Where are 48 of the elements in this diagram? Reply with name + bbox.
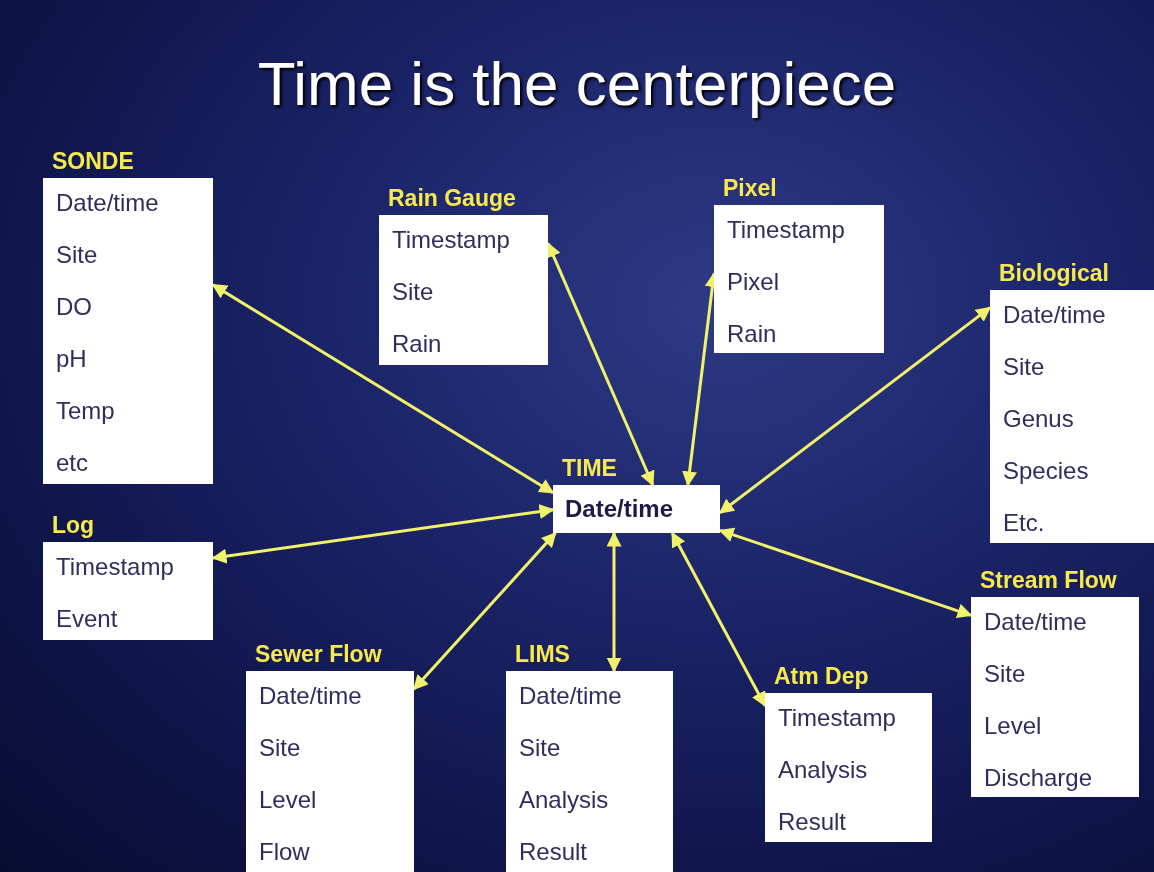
field-name: Discharge [984, 764, 1093, 792]
field-name: Result [519, 838, 588, 866]
field-name: Date/time [56, 189, 159, 217]
field-name: pH [56, 345, 87, 373]
field-name: Date/time [984, 608, 1087, 636]
field-name: Timestamp [56, 553, 174, 581]
field-name: Timestamp [778, 704, 896, 732]
field-name: Flow [259, 838, 310, 866]
slide-title: Time is the centerpiece [256, 48, 898, 119]
field-name: Result [778, 808, 847, 836]
table-heading: Sewer Flow [255, 641, 382, 668]
field-name: Site [519, 734, 561, 762]
field-name: etc [56, 449, 88, 477]
field-name: Level [984, 712, 1042, 740]
double-arrow [606, 531, 622, 673]
field-name: Timestamp [392, 226, 510, 254]
field-name: Date/time [565, 495, 674, 523]
table-heading: Rain Gauge [388, 185, 516, 212]
field-name: Pixel [727, 268, 780, 296]
field-name: Date/time [259, 682, 362, 710]
field-name: Species [1003, 457, 1089, 485]
table-heading: Biological [999, 260, 1109, 287]
field-name: Site [1003, 353, 1045, 381]
table-heading: TIME [562, 455, 617, 482]
field-name: Site [259, 734, 301, 762]
field-name: Event [56, 605, 118, 633]
field-name: Analysis [778, 756, 868, 784]
field-name: Site [984, 660, 1026, 688]
field-name: Date/time [519, 682, 622, 710]
field-name: Rain [727, 320, 777, 348]
table-heading: Pixel [723, 175, 777, 202]
field-name: Temp [56, 397, 115, 425]
table-heading: Stream Flow [980, 567, 1117, 594]
table-heading: LIMS [515, 641, 570, 668]
field-name: Analysis [519, 786, 609, 814]
field-name: DO [56, 293, 92, 321]
field-name: Site [392, 278, 434, 306]
field-name: Etc. [1003, 509, 1045, 537]
field-name: Site [56, 241, 98, 269]
double-arrow [670, 531, 767, 707]
table-heading: Log [52, 512, 95, 539]
field-name: Level [259, 786, 317, 814]
field-name: Genus [1003, 405, 1074, 433]
field-name: Timestamp [727, 216, 845, 244]
table-heading: Atm Dep [774, 663, 869, 690]
field-name: Date/time [1003, 301, 1106, 329]
field-name: Rain [392, 330, 442, 358]
table-heading: SONDE [52, 148, 134, 175]
